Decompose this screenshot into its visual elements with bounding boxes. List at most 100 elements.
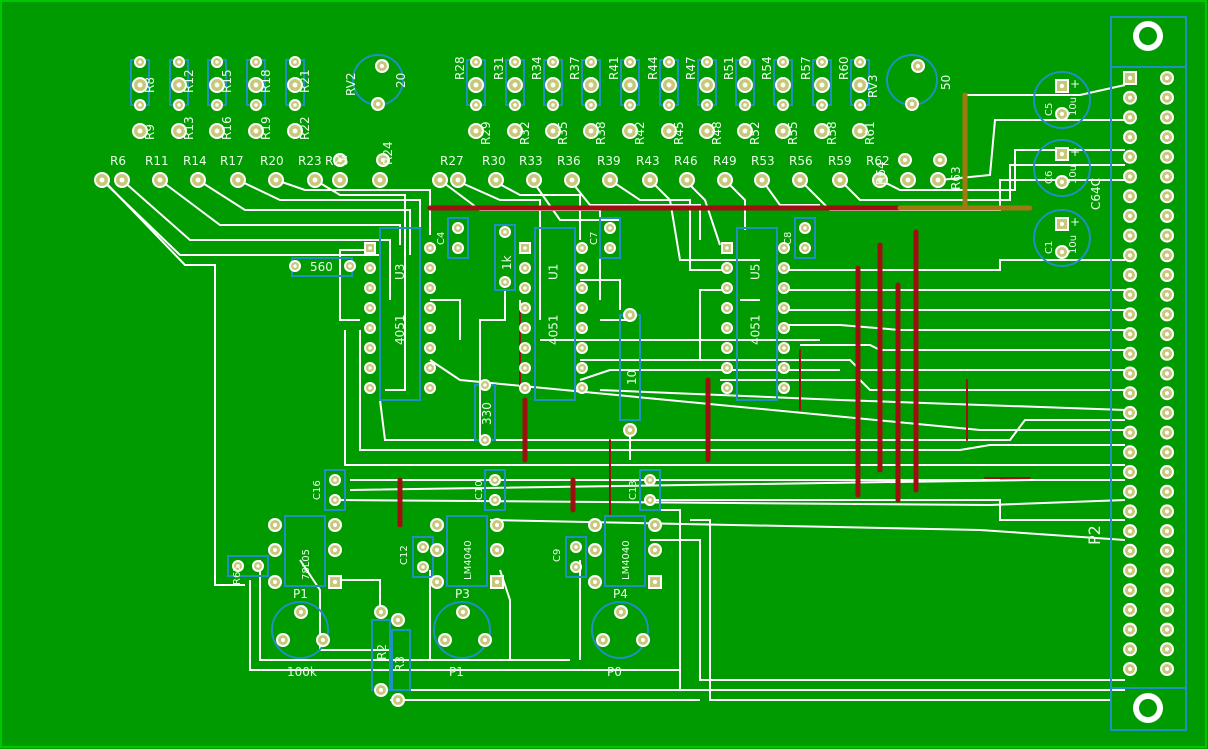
- drill-hole: [254, 60, 258, 64]
- drill-hole: [293, 60, 297, 64]
- drill-hole: [1127, 115, 1133, 120]
- drill-hole: [589, 103, 593, 107]
- drill-hole: [474, 103, 478, 107]
- regulator-label: LM4040: [463, 540, 474, 580]
- trimmer-label: RV3: [866, 74, 880, 98]
- drill-hole: [574, 565, 578, 569]
- resistor-label: R20: [260, 154, 284, 168]
- drill-hole: [523, 246, 527, 250]
- drill-hole: [1127, 489, 1133, 494]
- drill-hole: [214, 128, 220, 134]
- drill-hole: [725, 286, 729, 290]
- drill-hole: [195, 177, 201, 183]
- drill-hole: [725, 246, 729, 250]
- drill-hole: [592, 522, 598, 528]
- drill-hole: [780, 128, 786, 134]
- drill-hole: [368, 326, 372, 330]
- drill-hole: [1164, 647, 1170, 652]
- resistor-label: R27: [440, 154, 464, 168]
- drill-hole: [176, 128, 182, 134]
- drill-hole: [666, 128, 672, 134]
- cap-label: C13: [628, 480, 639, 500]
- resistor-value: 1k: [500, 255, 514, 270]
- drill-hole: [725, 266, 729, 270]
- drill-hole: [379, 63, 385, 69]
- resistor-label: R42: [633, 121, 647, 145]
- drill-hole: [742, 128, 748, 134]
- drill-hole: [428, 346, 432, 350]
- drill-hole: [580, 246, 584, 250]
- resistor-label: R16: [220, 116, 234, 140]
- drill-hole: [332, 579, 338, 585]
- drill-hole: [377, 177, 383, 183]
- resistor-label: R63: [949, 166, 963, 190]
- drill-hole: [437, 177, 443, 183]
- ecap-label: C1: [1044, 241, 1055, 254]
- resistor-label: R44: [646, 56, 660, 80]
- resistor-label: R34: [530, 56, 544, 80]
- drill-hole: [1164, 588, 1170, 593]
- resistor-label: R51: [722, 56, 736, 80]
- resistor-label: R25: [325, 154, 349, 168]
- drill-hole: [375, 101, 381, 107]
- resistor-label: R35: [556, 121, 570, 145]
- resistor-label: R55: [786, 121, 800, 145]
- pot-value: 100k: [287, 665, 317, 679]
- drill-hole: [1127, 588, 1133, 593]
- cap-label: C9: [552, 549, 563, 562]
- drill-hole: [782, 326, 786, 330]
- drill-hole: [428, 326, 432, 330]
- resistor-label: R21: [298, 69, 312, 93]
- trimmer-value: 20: [394, 73, 408, 88]
- drill-hole: [1164, 666, 1170, 672]
- drill-hole: [1127, 647, 1133, 652]
- drill-hole: [1127, 509, 1133, 514]
- drill-hole: [1164, 213, 1170, 218]
- resistor-label: R38: [594, 121, 608, 145]
- regulator-label: LM4040: [621, 540, 632, 580]
- drill-hole: [177, 103, 181, 107]
- cap-label: C4: [436, 232, 447, 245]
- drill-hole: [1127, 292, 1133, 297]
- drill-hole: [523, 286, 527, 290]
- ecap-label: C5: [1044, 103, 1055, 116]
- drill-hole: [333, 498, 337, 502]
- drill-hole: [820, 103, 824, 107]
- ic-part-label: 4051: [547, 314, 561, 345]
- drill-hole: [1127, 194, 1133, 199]
- drill-hole: [368, 346, 372, 350]
- drill-hole: [1164, 332, 1170, 337]
- drill-hole: [705, 103, 709, 107]
- drill-hole: [214, 82, 220, 88]
- drill-hole: [935, 177, 941, 183]
- drill-hole: [272, 522, 278, 528]
- drill-hole: [280, 637, 286, 643]
- resistor-label: R57: [799, 56, 813, 80]
- drill-hole: [820, 60, 824, 64]
- drill-hole: [1127, 332, 1133, 337]
- drill-hole: [442, 637, 448, 643]
- drill-hole: [380, 157, 386, 163]
- drill-hole: [1164, 469, 1170, 475]
- resistor-label: R64: [874, 161, 888, 185]
- drill-hole: [483, 383, 487, 387]
- drill-hole: [1127, 253, 1133, 258]
- drill-hole: [550, 128, 556, 134]
- drill-hole: [803, 246, 807, 250]
- drill-hole: [513, 103, 517, 107]
- drill-hole: [652, 547, 658, 553]
- pot-value: P0: [607, 665, 622, 679]
- drill-hole: [1127, 213, 1133, 218]
- resistor-label: R30: [482, 154, 506, 168]
- drill-hole: [293, 264, 297, 268]
- drill-hole: [368, 286, 372, 290]
- pot-label: P3: [455, 587, 470, 601]
- drill-hole: [600, 637, 606, 643]
- drill-hole: [580, 346, 584, 350]
- drill-hole: [589, 60, 593, 64]
- drill-hole: [628, 60, 632, 64]
- drill-hole: [1164, 627, 1170, 632]
- drill-hole: [1164, 450, 1170, 455]
- drill-hole: [1164, 154, 1170, 159]
- drill-hole: [937, 157, 943, 163]
